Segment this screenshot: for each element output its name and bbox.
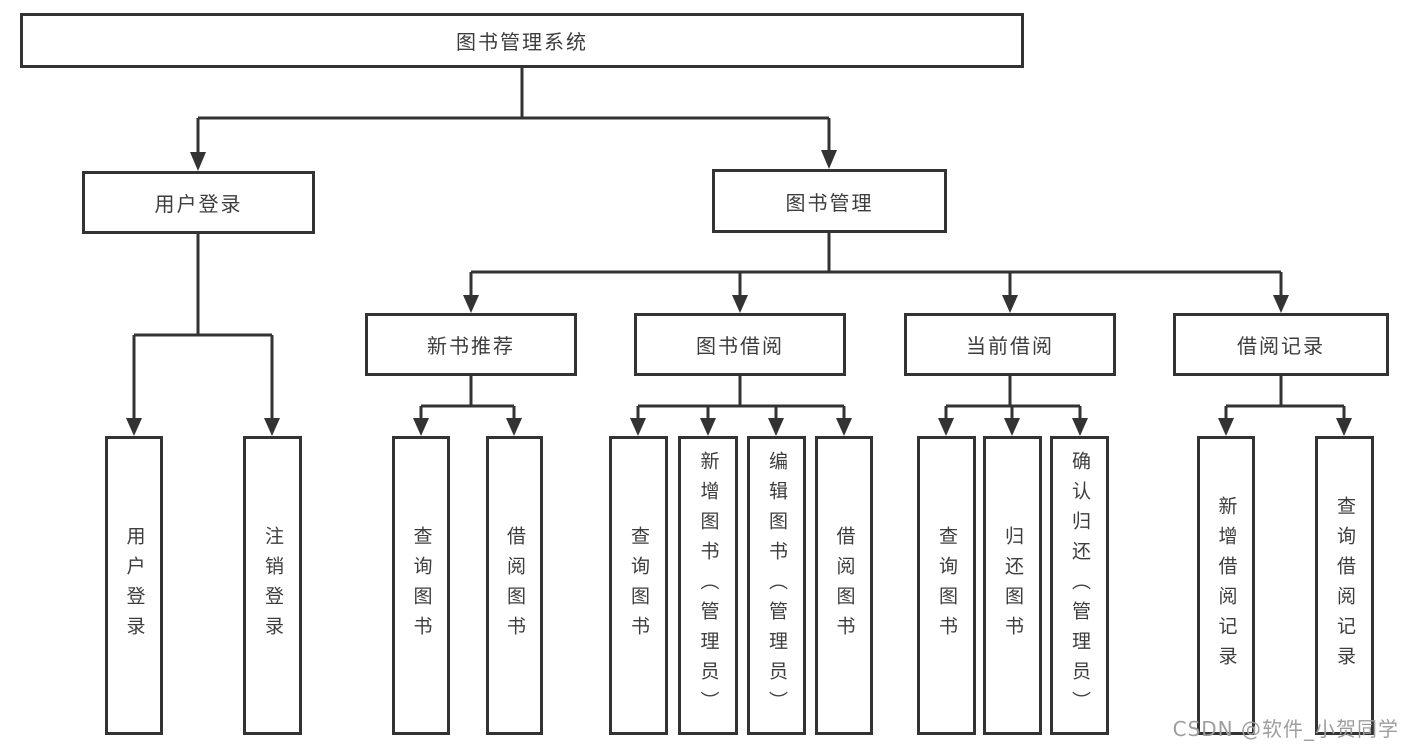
node-label: 用户登录 — [154, 192, 243, 216]
leaf-return-book: 归还图书 — [983, 436, 1042, 735]
node-label: 确认归还（管理员） — [1069, 450, 1091, 721]
node-library-management-system: 图书管理系统 — [20, 13, 1024, 68]
leaf-query-books-recommend: 查询图书 — [392, 436, 450, 735]
node-label: 新增借阅记录 — [1215, 495, 1238, 676]
node-borrowing-records: 借阅记录 — [1173, 313, 1389, 376]
leaf-borrow-books: 借阅图书 — [815, 436, 873, 735]
leaf-query-books-current: 查询图书 — [917, 436, 976, 735]
node-label: 查询图书 — [936, 525, 958, 646]
leaf-query-books-borrow: 查询图书 — [609, 436, 668, 735]
leaf-query-borrow-record: 查询借阅记录 — [1315, 436, 1374, 735]
leaf-confirm-return-admin: 确认归还（管理员） — [1050, 436, 1109, 735]
node-book-borrowing: 图书借阅 — [634, 313, 846, 376]
node-label: 借阅记录 — [1237, 334, 1325, 358]
node-label: 图书管理 — [785, 190, 874, 215]
leaf-user-login: 用户登录 — [105, 436, 163, 735]
node-label: 新书推荐 — [427, 334, 515, 358]
node-label: 借阅图书 — [833, 525, 856, 646]
connector-path — [132, 68, 1346, 419]
leaf-edit-book-admin: 编辑图书（管理员） — [747, 436, 806, 735]
node-new-book-recommendation: 新书推荐 — [365, 313, 577, 376]
leaf-logout: 注销登录 — [243, 436, 302, 735]
node-label: 当前借阅 — [966, 334, 1054, 358]
node-label: 借阅图书 — [504, 525, 526, 646]
node-label: 用户登录 — [123, 525, 146, 646]
node-label: 注销登录 — [262, 525, 284, 646]
node-label: 图书管理系统 — [456, 30, 588, 54]
leaf-borrow-books-recommend: 借阅图书 — [486, 436, 543, 735]
leaf-add-borrow-record: 新增借阅记录 — [1197, 436, 1255, 735]
node-label: 新增图书（管理员） — [697, 450, 720, 721]
node-label: 查询图书 — [410, 525, 433, 646]
node-label: 查询借阅记录 — [1334, 495, 1356, 676]
node-label: 归还图书 — [1002, 525, 1024, 646]
node-label: 编辑图书（管理员） — [766, 450, 788, 721]
node-label: 查询图书 — [628, 525, 650, 646]
watermark: CSDN @软件_小贺同学 — [1172, 717, 1399, 741]
node-book-management: 图书管理 — [712, 169, 947, 233]
arrow-down-icon — [126, 150, 1352, 436]
node-label: 图书借阅 — [696, 334, 784, 358]
node-user-login: 用户登录 — [82, 171, 315, 234]
leaf-add-book-admin: 新增图书（管理员） — [678, 436, 738, 735]
node-current-borrowing: 当前借阅 — [904, 313, 1116, 376]
